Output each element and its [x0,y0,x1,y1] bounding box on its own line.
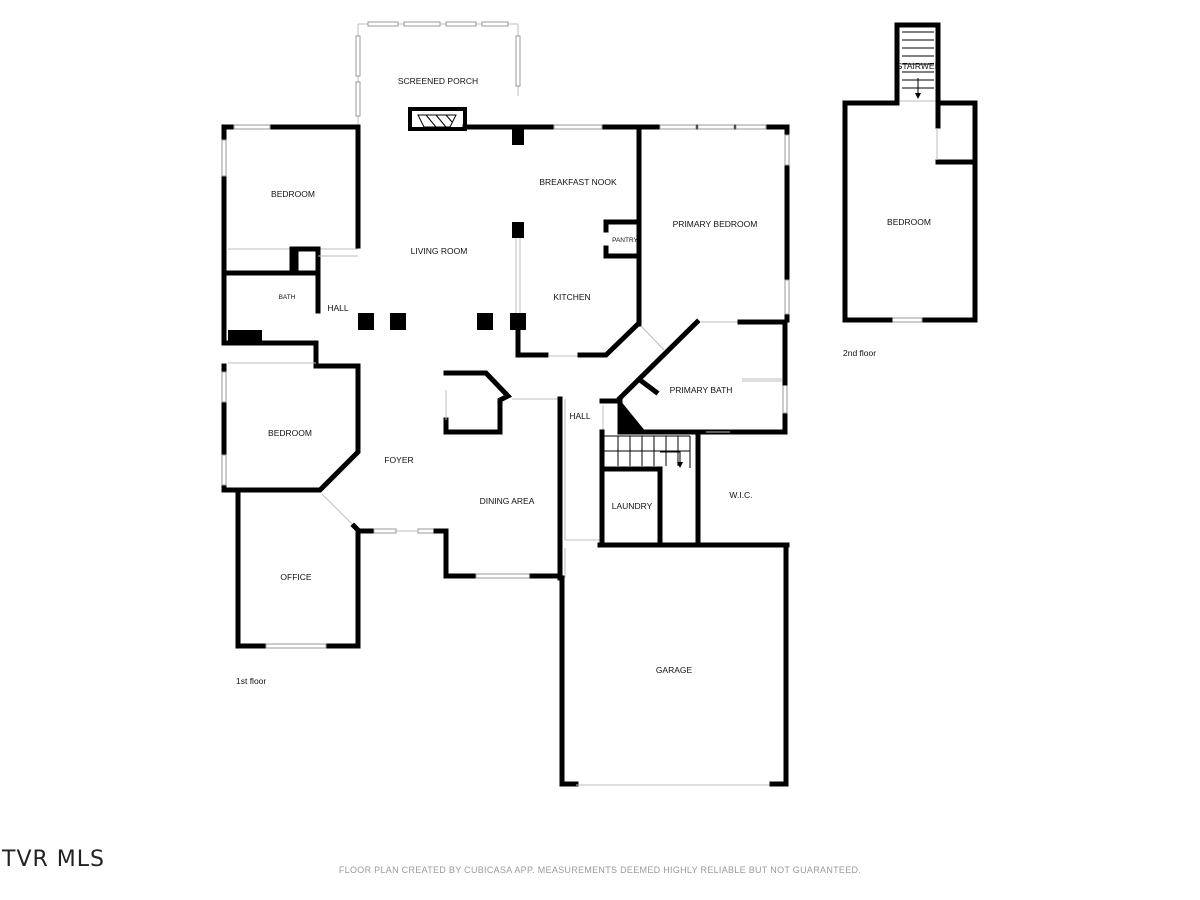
label-breakfast-nook: BREAKFAST NOOK [539,177,617,187]
label-stairwell: STAIRWEL [897,61,940,71]
exterior-windows [221,124,790,486]
central-walls [557,396,790,581]
label-kitchen: KITCHEN [553,292,590,302]
brand-logo: TVR MLS [1,847,105,872]
southwest-bedroom-walls [221,362,361,525]
west-wing-walls [225,124,361,365]
fireplace [408,107,467,131]
caption-first-floor: 1st floor [236,676,266,686]
caption-second-floor: 2nd floor [843,348,876,358]
label-wic: W.I.C. [729,490,752,500]
label-office: OFFICE [280,572,311,582]
label-bedroom-west: BEDROOM [271,189,315,199]
label-primary-bath: PRIMARY BATH [670,385,733,395]
stairs-first-floor [603,400,691,468]
stairs-second-floor [902,31,934,99]
label-bedroom-upstairs: BEDROOM [887,217,931,227]
columns [358,125,526,330]
label-living-room: LIVING ROOM [411,246,468,256]
label-laundry: LAUNDRY [612,501,653,511]
garage-walls [559,542,789,787]
office-walls [235,489,361,649]
label-garage: GARAGE [656,665,693,675]
label-foyer: FOYER [384,455,413,465]
label-screened-porch: SCREENED PORCH [398,76,478,86]
label-bath: BATH [279,294,296,301]
primary-bath-walls [616,318,788,402]
screened-porch-walls [355,21,521,128]
footer-disclaimer: FLOOR PLAN CREATED BY CUBICASA APP. MEAS… [339,865,861,875]
second-floor-plan [842,22,978,323]
foyer-closet [443,370,558,435]
foyer-walls [357,528,563,579]
label-primary-bedroom: PRIMARY BEDROOM [673,219,758,229]
kitchen-walls [515,124,665,358]
label-hall-central: HALL [569,411,591,421]
label-bedroom-southwest: BEDROOM [268,428,312,438]
label-hall-west: HALL [327,303,349,313]
label-pantry: PANTRY [612,237,638,244]
first-floor-plan [221,21,790,787]
label-dining-area: DINING AREA [480,496,535,506]
